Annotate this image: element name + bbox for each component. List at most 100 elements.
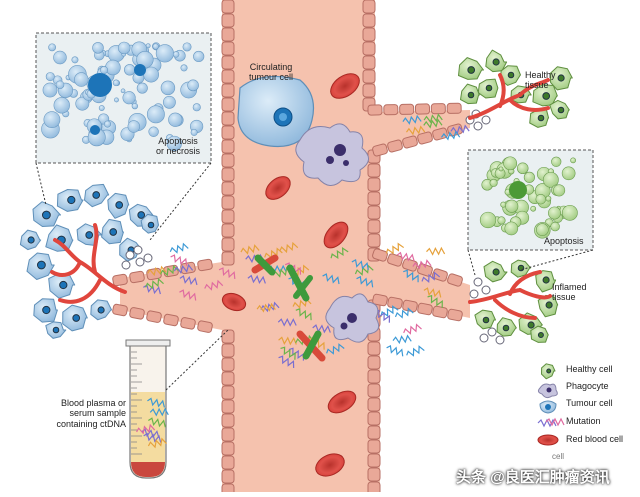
red-blood-cell: [330, 73, 360, 99]
red-blood-cell: [221, 292, 247, 312]
wall-cell: [367, 439, 381, 454]
nucleus: [90, 125, 100, 135]
legend-label: Red blood cell: [566, 434, 624, 444]
dna-fragment: [170, 254, 188, 266]
cell: [140, 213, 160, 234]
wall-cell: [372, 248, 388, 262]
apoptotic-body: [479, 333, 489, 343]
wall-cell: [383, 104, 399, 116]
apoptotic-body: [162, 95, 176, 109]
wall-cell: [221, 111, 235, 126]
apoptotic-body: [489, 178, 498, 187]
apoptotic-body: [497, 216, 506, 225]
clipped-legend-text: cell: [552, 452, 565, 461]
wall-cell: [221, 97, 235, 112]
legend-icons: [537, 363, 565, 446]
wall-cell: [387, 253, 403, 267]
apoptotic-body: [114, 97, 119, 103]
chromosomes: [251, 254, 326, 362]
wall-cell: [221, 469, 235, 484]
apoptotic-body: [473, 277, 483, 287]
wall-cell: [221, 357, 235, 372]
apoptotic-body: [187, 79, 199, 92]
cell: [32, 201, 61, 227]
wall-cell: [367, 163, 381, 178]
wall-cell: [221, 125, 235, 140]
apoptosis-label: Apoptosis: [544, 236, 584, 246]
apoptotic-body: [160, 80, 176, 96]
wall-cell: [221, 371, 235, 386]
wall-cell: [221, 399, 235, 414]
wall-cell: [221, 209, 235, 224]
apoptotic-body: [98, 105, 105, 111]
wall-cell: [221, 483, 235, 497]
dna-fragment: [412, 259, 432, 270]
wall-cell: [221, 83, 235, 98]
dna-fragment: [312, 324, 331, 334]
wall-cell: [221, 13, 235, 28]
wall-cell: [367, 397, 381, 412]
apoptotic-body: [92, 42, 104, 54]
dna-fragment: [147, 265, 167, 277]
apoptotic-body: [523, 171, 535, 183]
apoptotic-body: [561, 166, 576, 181]
wall-cell: [362, 0, 376, 14]
dna-fragment: [403, 269, 419, 283]
dna-fragment: [380, 305, 399, 318]
apoptotic-body: [127, 120, 141, 133]
dna-fragment: [256, 302, 276, 313]
apoptotic-body: [75, 96, 90, 111]
dna-fragment: [218, 267, 236, 280]
wall-cell: [221, 223, 235, 238]
phagocyte-2: [325, 293, 380, 343]
red-blood-cells: [221, 73, 360, 477]
dna-fragment: [169, 242, 189, 254]
apoptotic-body: [172, 51, 180, 58]
red-blood-cell: [315, 453, 345, 477]
dna-fragment: [374, 309, 391, 323]
cell: [549, 66, 573, 91]
apoptotic-body: [550, 221, 560, 232]
wall-cell: [430, 103, 446, 115]
apoptotic-body: [146, 105, 165, 124]
apoptotic-body: [166, 135, 182, 152]
wall-cell: [402, 299, 418, 313]
dna-fragment: [136, 423, 156, 435]
wall-cell: [221, 41, 235, 56]
apoptotic-body: [136, 82, 148, 94]
wall-cell: [446, 102, 462, 114]
dna-fragment: [147, 397, 166, 408]
cell: [537, 294, 559, 318]
dna-fragment: [147, 437, 167, 449]
dna-fragment: [450, 124, 470, 135]
dna-fragment: [427, 294, 443, 308]
wall-cell: [372, 143, 388, 157]
apoptotic-body: [473, 121, 483, 131]
apoptotic-body: [42, 82, 58, 98]
apoptotic-body: [124, 64, 136, 76]
wall-cell: [432, 305, 448, 319]
tumour-cell-icon: [539, 400, 557, 414]
apoptotic-body: [120, 88, 126, 94]
wall-cell: [146, 310, 162, 323]
wall-cell: [447, 308, 463, 322]
dna-fragment: [278, 336, 297, 346]
wall-cell: [221, 385, 235, 400]
dna-fragment: [351, 258, 369, 271]
dna-fragment: [330, 246, 349, 259]
mutation-icon: [537, 417, 565, 428]
wall-cell: [367, 383, 381, 398]
legend-label: Tumour cell: [566, 398, 613, 408]
wall-cell: [221, 441, 235, 456]
apoptotic-body: [503, 156, 518, 171]
dna-fragment: [322, 273, 340, 285]
wall-cell: [362, 55, 376, 70]
wall-cell: [197, 320, 213, 333]
wall-cell: [367, 341, 381, 356]
wall-cell: [367, 425, 381, 440]
wall-cell: [129, 270, 145, 284]
blood-vessel: [112, 0, 470, 497]
apoptotic-body: [535, 193, 546, 205]
wall-cell: [180, 317, 196, 330]
